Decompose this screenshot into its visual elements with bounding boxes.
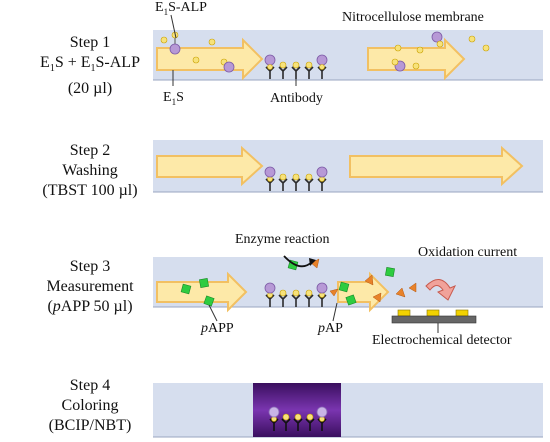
e1s-alp-conjugate — [220, 58, 235, 73]
oxidation-current-label: Oxidation current — [418, 245, 518, 260]
step-title: Step 4 — [69, 377, 111, 394]
e1s-alp-conjugate — [169, 31, 181, 55]
membrane-label: Nitrocellulose membrane — [342, 10, 484, 25]
electrochemical-detector — [391, 309, 477, 324]
papp-label: pAPP — [201, 321, 234, 336]
step-detail: (pAPP 50 µl) — [47, 298, 133, 315]
free-e1s — [160, 35, 490, 70]
step-detail: (20 µl) — [67, 80, 113, 98]
papp-substrate — [180, 259, 395, 307]
step-3-label: Step 3 Measurement (pAPP 50 µl) — [20, 257, 160, 317]
flow-arrow — [156, 271, 248, 313]
step-action: Measurement — [46, 278, 134, 295]
e1s-alp-conjugate — [431, 31, 444, 48]
flow-arrow — [156, 145, 264, 187]
enzyme-reaction-label: Enzyme reaction — [235, 232, 330, 247]
flow-arrow — [156, 37, 264, 81]
antibody-cluster — [265, 294, 327, 307]
step-title: Step 3 — [69, 258, 111, 275]
e1s-label: E1S — [163, 90, 184, 107]
flow-arrow — [349, 145, 524, 187]
step-action: Coloring — [61, 397, 119, 414]
flow-arrow — [367, 37, 466, 81]
e1s-alp-label: E1S-ALP — [155, 0, 207, 17]
detector-label: Electrochemical detector — [372, 333, 512, 348]
step-4-label: Step 4 Coloring (BCIP/NBT) — [20, 376, 160, 436]
step-2-label: Step 2 Washing (TBST 100 µl) — [20, 141, 160, 201]
membrane-strip — [153, 383, 543, 437]
oxidation-current-arrow — [425, 279, 457, 301]
step-1-label: Step 1 E1S + E1S-ALP (20 µl) — [20, 33, 160, 99]
step-title: Step 2 — [69, 142, 111, 159]
step-action: Washing — [62, 162, 118, 179]
antibody-label: Antibody — [270, 91, 323, 106]
step-detail: (BCIP/NBT) — [48, 417, 132, 434]
antibody-cluster — [265, 178, 327, 191]
e1s-alp-conjugate — [391, 58, 406, 72]
antibody-cluster — [265, 66, 327, 79]
step-action: E1S + E1S-ALP — [40, 54, 140, 75]
step-title: Step 1 — [69, 34, 111, 51]
pap-label: pAP — [318, 321, 343, 336]
step-detail: (TBST 100 µl) — [42, 182, 138, 199]
antibody-cluster — [269, 418, 327, 431]
stained-test-zone — [253, 383, 341, 437]
